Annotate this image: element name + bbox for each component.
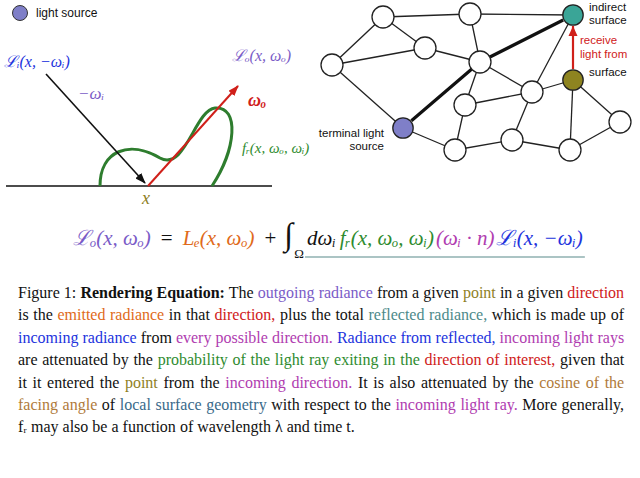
caption-highlight: incoming radiance bbox=[18, 329, 137, 346]
equation-term: dωᵢ bbox=[307, 226, 336, 251]
graph-vertex bbox=[414, 37, 436, 59]
surface-line bbox=[6, 185, 272, 187]
graph-vertex bbox=[501, 129, 523, 151]
graph-link bbox=[332, 48, 425, 65]
node-circle-shape bbox=[393, 118, 413, 138]
caption-highlight: direction of interest, bbox=[425, 351, 556, 368]
caption-highlight: every possible direction. bbox=[176, 329, 333, 346]
caption-highlight: incoming light ray. bbox=[395, 396, 517, 413]
legend-entry: light source bbox=[12, 5, 97, 21]
equation-term: Lₑ(x, ωₒ) bbox=[183, 226, 255, 251]
graph-node: terminal light source bbox=[392, 117, 414, 139]
math-label: x bbox=[142, 188, 150, 209]
node-circle bbox=[392, 117, 414, 139]
graph-vertex bbox=[321, 54, 343, 76]
math-label: −ωᵢ bbox=[78, 84, 104, 104]
connector bbox=[411, 20, 563, 121]
caption-highlight: direction, bbox=[215, 306, 276, 323]
graph-link bbox=[332, 65, 403, 128]
math-label: ℒᵢ(x, −ωᵢ) bbox=[4, 50, 70, 72]
graph-node: surface bbox=[562, 69, 584, 91]
graph-vertex bbox=[559, 139, 581, 161]
connector bbox=[569, 26, 578, 69]
caption-highlight: direction bbox=[567, 284, 624, 301]
equation-term: + bbox=[264, 226, 276, 251]
math-label: ωₒ bbox=[248, 90, 266, 111]
node-label: indirect surface bbox=[589, 1, 637, 27]
caption-highlight: probability of the light ray exiting in … bbox=[158, 351, 420, 368]
equation-row: ℒₒ(x, ωₒ) = Lₑ(x, ωₒ) + ∫Ω dωᵢfᵣ(x, ωₒ, ωᵢ)(ω… bbox=[73, 216, 583, 253]
caption-highlight: Rendering Equation: bbox=[80, 284, 225, 301]
graph-vertex bbox=[469, 51, 491, 73]
equation-term: (ωᵢ · n) bbox=[436, 226, 494, 251]
node-label: terminal light source bbox=[300, 127, 384, 153]
caption-highlight: incoming direction. bbox=[225, 374, 352, 391]
caption-highlight: point bbox=[463, 284, 496, 301]
integral-domain: Ω bbox=[294, 246, 304, 262]
outgoing-ray bbox=[148, 86, 238, 186]
graph-node: indirect surface bbox=[562, 4, 584, 26]
equation-term: ℒᵢ(x, −ωᵢ) bbox=[496, 223, 582, 251]
caption-highlight: incoming light rays bbox=[500, 329, 625, 346]
node-circle-shape bbox=[563, 70, 583, 90]
arrow-head bbox=[569, 26, 578, 36]
graph-vertex bbox=[444, 139, 466, 161]
equation-underline bbox=[305, 256, 585, 257]
graph-link bbox=[470, 14, 573, 15]
equation-term: = bbox=[161, 226, 173, 251]
legend: light source bbox=[12, 5, 97, 21]
legend-swatch bbox=[12, 5, 28, 21]
graph-vertex bbox=[459, 3, 481, 25]
node-circle bbox=[562, 4, 584, 26]
math-label: fᵣ(x, ωₒ, ωᵢ) bbox=[242, 140, 309, 157]
legend-text: light source bbox=[36, 6, 97, 20]
connector-line bbox=[411, 20, 563, 121]
graph-vertex bbox=[609, 111, 631, 133]
graph-vertex bbox=[372, 6, 394, 28]
integral-sign: ∫ bbox=[284, 216, 293, 252]
caption-highlight: local surface geometry bbox=[120, 396, 267, 413]
graph-vertex bbox=[521, 81, 543, 103]
connector-label: receive light from bbox=[580, 34, 636, 60]
caption-highlight: Radiance from reflected, bbox=[337, 329, 496, 346]
brdf-lobe bbox=[100, 108, 232, 186]
graph-vertex bbox=[454, 94, 476, 116]
incoming-ray bbox=[46, 74, 145, 183]
node-circle-shape bbox=[563, 5, 583, 25]
graph-link bbox=[383, 14, 470, 17]
equation-term: ℒₒ(x, ωₒ) bbox=[73, 223, 151, 251]
node-label: surface bbox=[589, 66, 640, 79]
caption-highlight: point bbox=[125, 374, 158, 391]
equation-term: fᵣ(x, ωₒ, ωᵢ) bbox=[340, 226, 434, 251]
integral-group: ∫Ω bbox=[284, 216, 293, 253]
node-circle bbox=[562, 69, 584, 91]
math-label: ℒₒ(x, ωₒ) bbox=[232, 44, 291, 66]
caption-highlight: outgoing radiance bbox=[258, 284, 373, 301]
figure-caption: Figure 1: Rendering Equation: The outgoi… bbox=[18, 282, 624, 439]
caption-highlight: emitted radiance bbox=[57, 306, 164, 323]
caption-highlight: reflected radiance, bbox=[368, 306, 487, 323]
